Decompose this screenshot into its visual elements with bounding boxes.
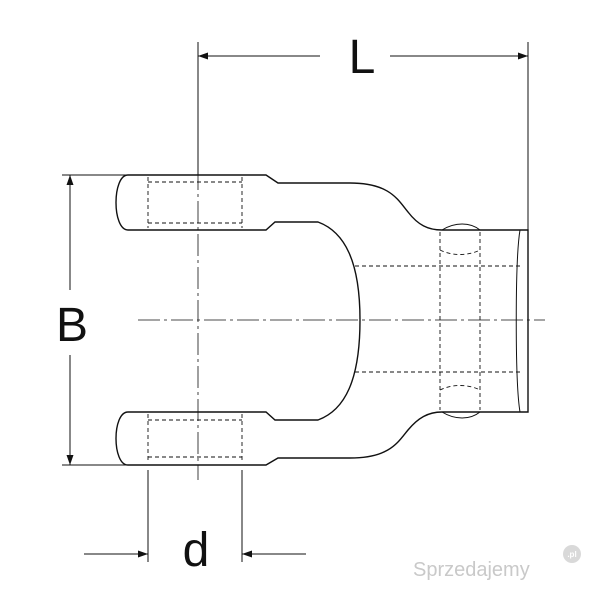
hub-neck-curve (441, 223, 481, 231)
hub-neck-curve (441, 411, 481, 419)
hub-end-face (515, 229, 521, 413)
yoke-outline (115, 174, 529, 466)
watermark-text: Sprzedajemy (413, 559, 530, 581)
center-lines (138, 168, 545, 480)
dimension-length: L (197, 31, 529, 230)
watermark: Sprzedajemy .pl (413, 545, 581, 581)
watermark-badge (563, 545, 581, 563)
dimension-label-length: L (349, 31, 376, 84)
dimension-label-width: B (56, 299, 88, 352)
dimension-label-pin-diameter: d (183, 524, 210, 577)
watermark-suffix: .pl (567, 550, 576, 559)
dimension-width: B (56, 174, 128, 466)
pin-hole-hidden-lines (147, 177, 243, 463)
bore-hidden-lines (355, 232, 520, 410)
dimension-pin-diameter: d (84, 470, 306, 577)
